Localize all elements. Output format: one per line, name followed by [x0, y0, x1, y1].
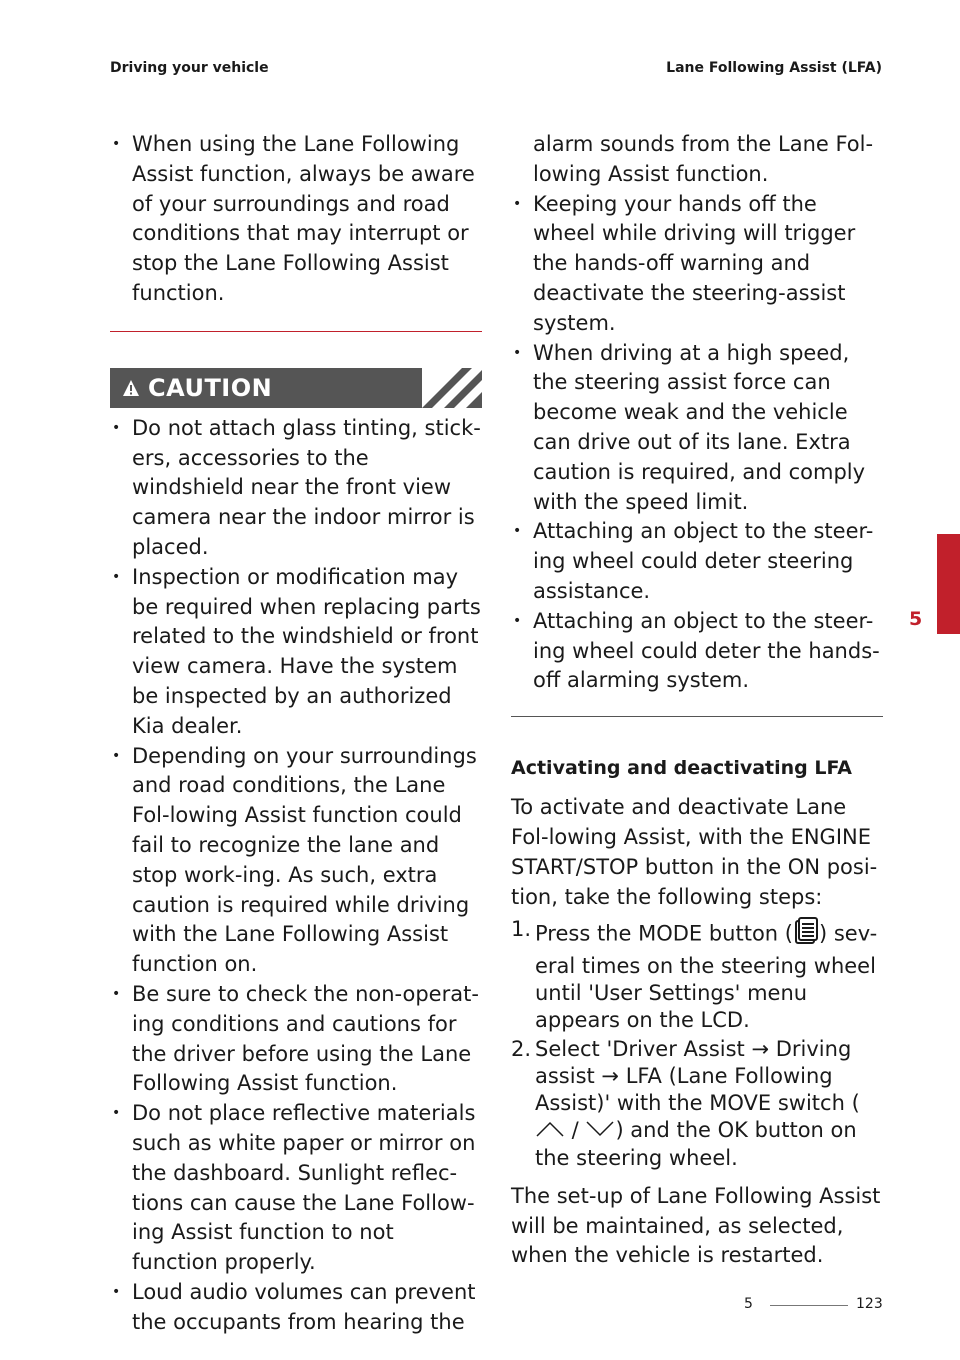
list-item: Do not attach glass tinting, stick-ers, …: [110, 414, 482, 563]
list-item: Attaching an object to the steer-ing whe…: [511, 607, 883, 696]
list-item: Inspection or modification may be requir…: [110, 563, 482, 742]
caution-banner: CAUTION: [110, 367, 482, 408]
list-item: Depending on your surroundings and road …: [110, 742, 482, 980]
right-column: alarm sounds from the Lane Fol-lowing As…: [511, 130, 883, 1271]
section-end-divider: [511, 716, 883, 718]
list-item-continued: alarm sounds from the Lane Fol-lowing As…: [533, 132, 874, 186]
step-text-after: ) sev-eral times on the steering wheel u…: [535, 921, 878, 1033]
list-item: Attaching an object to the steer-ing whe…: [511, 517, 883, 606]
page-number: 123: [856, 1296, 883, 1312]
section-divider: [110, 330, 482, 332]
list-item: Do not place reflective materials such a…: [110, 1099, 482, 1278]
caution-stripes-decoration: [422, 367, 482, 408]
warning-triangle-icon: [122, 379, 140, 397]
step-text-before: Press the MODE button (: [535, 921, 793, 946]
step-text-before: Select 'Driver Assist → Driving assist →…: [535, 1037, 860, 1116]
caution-heading: CAUTION: [148, 373, 273, 402]
section-title: Activating and deactivating LFA: [511, 757, 852, 780]
chapter-tab-number: 5: [909, 608, 923, 630]
chevron-up-icon: [535, 1118, 565, 1145]
step-item: 1. Press the MODE button () sev-eral tim…: [511, 916, 883, 1034]
step-text-after: ) and the OK button on the steering whee…: [535, 1118, 857, 1170]
mode-button-icon: [793, 916, 819, 953]
footer-chapter: 5: [744, 1296, 753, 1312]
list-item: When driving at a high speed, the steeri…: [511, 339, 883, 518]
steps-list: 1. Press the MODE button () sev-eral tim…: [511, 916, 883, 1172]
step-number: 2.: [511, 1037, 532, 1062]
section-intro: To activate and deactivate Lane Fol-lowi…: [511, 795, 878, 909]
list-item: Loud audio volumes can prevent the occup…: [110, 1278, 482, 1338]
left-column: When using the Lane Following Assist fun…: [110, 130, 482, 1337]
step-number: 1.: [511, 917, 532, 942]
step-item: 2. Select 'Driver Assist → Driving assis…: [511, 1036, 883, 1172]
list-item: When using the Lane Following Assist fun…: [110, 130, 482, 309]
step-text-middle: /: [565, 1118, 586, 1143]
caution-bullet-list: Do not attach glass tinting, stick-ers, …: [110, 414, 482, 1338]
chapter-tab: [937, 534, 960, 634]
continued-bullet-list: alarm sounds from the Lane Fol-lowing As…: [511, 130, 883, 696]
running-header-right: Lane Following Assist (LFA): [666, 60, 882, 76]
intro-bullet-list: When using the Lane Following Assist fun…: [110, 130, 482, 309]
running-header-left: Driving your vehicle: [110, 60, 269, 76]
list-item: Be sure to check the non-operat-ing cond…: [110, 980, 482, 1099]
chevron-down-icon: [585, 1118, 615, 1145]
list-item: Keeping your hands off the wheel while d…: [511, 190, 883, 339]
closing-paragraph: The set-up of Lane Following Assist will…: [511, 1183, 881, 1268]
footer-divider: [770, 1305, 848, 1306]
